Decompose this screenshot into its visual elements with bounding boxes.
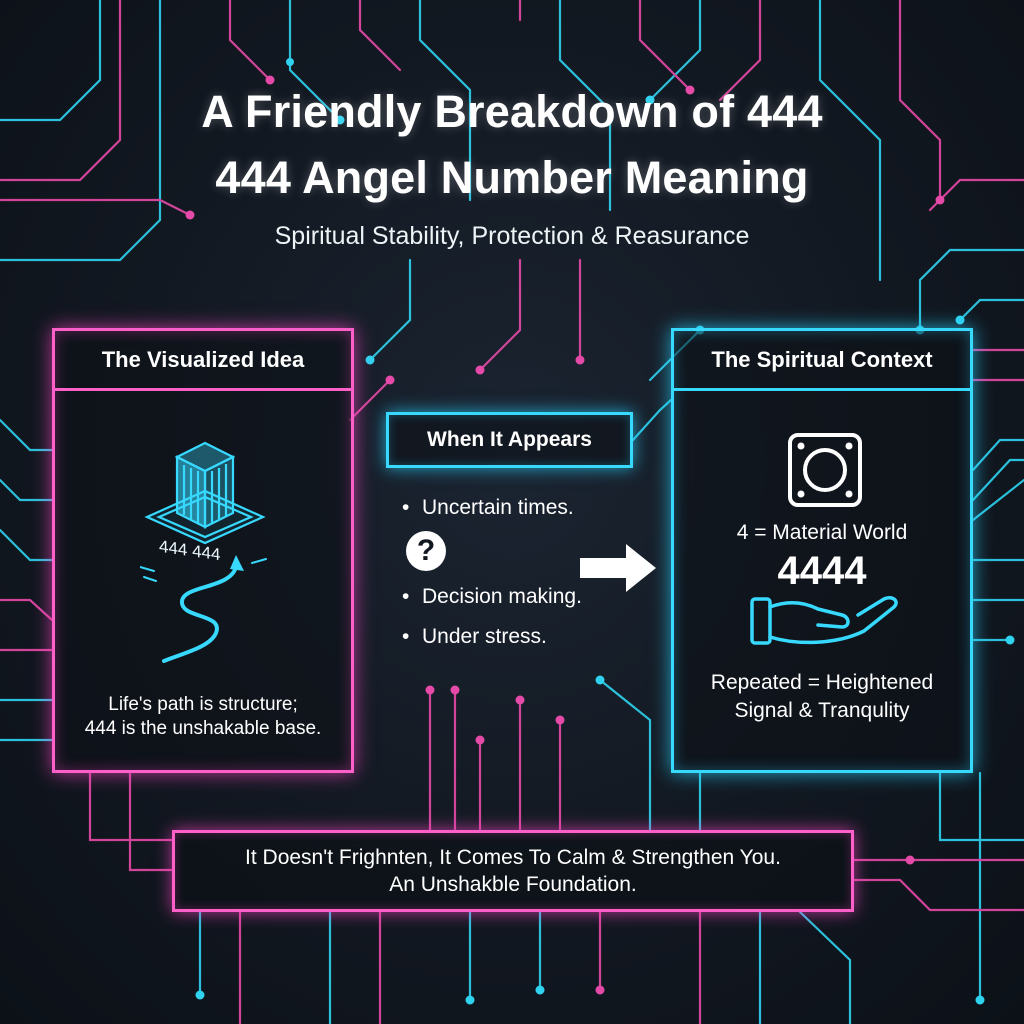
caption-line: Repeated = Heightened (710, 671, 934, 694)
caption-line: 444 is the unshakable base. (84, 718, 322, 739)
list-item-text: Under stress. (422, 625, 547, 648)
list-item: • Decision making. (402, 585, 582, 609)
spiritual-context-panel: The Spiritual Context 4 = Material World… (671, 328, 973, 773)
caption-line: Life's path is structure; (108, 694, 298, 715)
spiritual-context-caption: Repeated = Heightened Signal & Tranqulit… (674, 669, 970, 725)
arrow-right-icon (580, 544, 656, 592)
conclusion-line: An Unshakble Foundation. (389, 873, 637, 896)
conclusion-line: It Doesn't Frighnten, It Comes To Calm &… (245, 846, 781, 869)
page-title-line-1: A Friendly Breakdown of 444 (201, 86, 823, 137)
list-item-text: Uncertain times. (422, 496, 574, 519)
bullet-marker: • (402, 496, 410, 519)
material-world-equation: 4 = Material World (736, 521, 908, 544)
list-item-text: Decision making. (422, 585, 582, 608)
spiritual-context-heading: The Spiritual Context (674, 331, 970, 391)
visualized-idea-caption: Life's path is structure; 444 is the uns… (55, 693, 351, 741)
page-subtitle: Spiritual Stability, Protection & Reasur… (274, 222, 750, 250)
angel-number: 4444 (777, 549, 867, 593)
list-item: • Under stress. (402, 625, 547, 649)
visualized-idea-heading: The Visualized Idea (55, 331, 351, 391)
caption-line: Signal & Tranqulity (734, 699, 910, 722)
conclusion-box: It Doesn't Frighnten, It Comes To Calm &… (172, 830, 854, 912)
question-icon: ? (406, 531, 446, 571)
bullet-marker: • (402, 585, 410, 608)
bullet-marker: • (402, 625, 410, 648)
square-ring-icon (788, 433, 862, 507)
open-hand-icon (750, 595, 898, 645)
building-icon (144, 441, 266, 545)
list-item: • Uncertain times. (402, 496, 574, 520)
visualized-idea-panel: The Visualized Idea 444 444 (52, 328, 354, 773)
page-title-line-2: 444 Angel Number Meaning (215, 152, 809, 203)
when-it-appears-heading: When It Appears (386, 412, 633, 468)
path-icon (140, 555, 267, 663)
